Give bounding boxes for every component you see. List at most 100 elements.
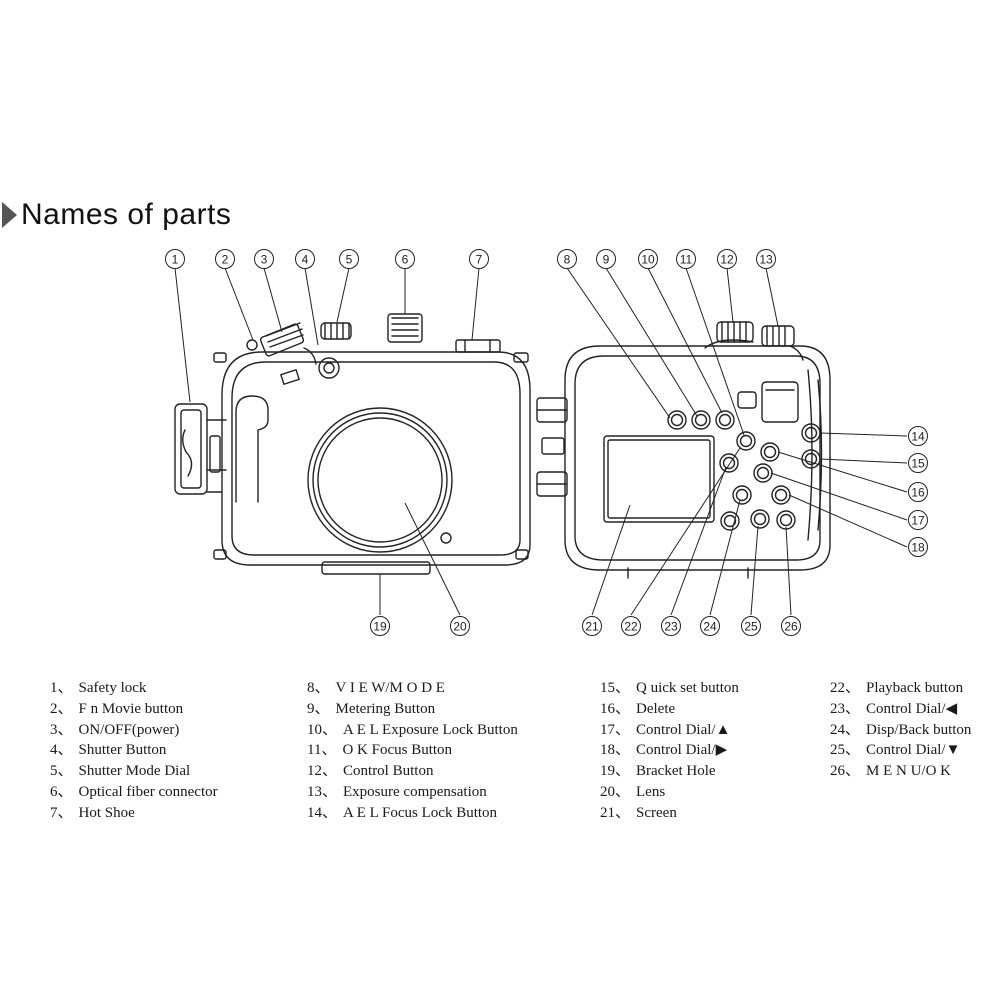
legend-item: 23、Control Dial/◀ <box>830 699 971 720</box>
legend-column-1: 1、Safety lock 2、F n Movie button 3、ON/OF… <box>50 678 218 824</box>
lens-lock-nub <box>440 532 452 544</box>
svg-text:2: 2 <box>222 253 229 267</box>
legend-label: ON/OFF(power) <box>78 721 180 738</box>
legend-label: Optical fiber connector <box>78 783 218 800</box>
legend-label: Q uick set button <box>636 680 739 696</box>
legend-label: A E L Focus Lock Button <box>343 804 498 821</box>
callout-25: 25 <box>741 616 761 636</box>
callout-4: 4 <box>295 249 315 269</box>
legend-item: 9、Metering Button <box>307 699 518 720</box>
svg-text:21: 21 <box>585 620 599 634</box>
title-bar: Names of parts <box>0 193 231 237</box>
back-side-strap <box>807 369 823 541</box>
front-emblem <box>280 369 300 385</box>
callout-23: 23 <box>661 616 681 636</box>
svg-text:3: 3 <box>261 253 268 267</box>
svg-text:19: 19 <box>373 620 387 634</box>
legend-number: 3、 <box>50 721 73 738</box>
legend-item: 19、 Bracket Hole <box>600 761 739 782</box>
legend-number: 2、 <box>50 700 73 717</box>
front-ear-right-bottom <box>515 549 529 560</box>
legend-label: Safety lock <box>78 680 147 696</box>
front-ear-right-top <box>513 352 529 363</box>
lens-ring-outer <box>307 407 453 553</box>
svg-text:8: 8 <box>564 253 571 267</box>
legend-number: 13、 <box>307 783 338 800</box>
legend-item: 21、Screen <box>600 803 739 824</box>
viewfinder <box>761 381 799 423</box>
legend-item: 5、Shutter Mode Dial <box>50 761 218 782</box>
svg-text:7: 7 <box>476 253 483 267</box>
callout-19: 19 <box>370 616 390 636</box>
legend-item: 6、 Optical fiber connector <box>50 782 218 803</box>
svg-text:12: 12 <box>720 253 734 267</box>
callout-3: 3 <box>254 249 274 269</box>
legend-item: 18、Control Dial/▶ <box>600 740 739 761</box>
legend-label: Disp/Back button <box>866 721 972 738</box>
svg-text:4: 4 <box>302 253 309 267</box>
legend-number: 17、 <box>600 721 631 738</box>
legend-item: 7、Hot Shoe <box>50 803 218 824</box>
legend-item: 3、 ON/OFF(power) <box>50 720 218 741</box>
callout-20: 20 <box>450 616 470 636</box>
callout-24: 24 <box>700 616 720 636</box>
legend-item: 11、O K Focus Button <box>307 740 518 761</box>
housing-diagram: 1 2 3 4 5 6 7 8 9 10 11 12 13 14 15 16 1… <box>165 249 928 636</box>
callout-1: 1 <box>165 249 185 269</box>
back-housing-inner <box>574 355 821 561</box>
legend-item: 26、M E N U/O K <box>830 761 971 782</box>
legend-item: 25、 Control Dial/▼ <box>830 740 971 761</box>
legend-column-4: 22、Playback button 23、Control Dial/◀ 24、… <box>830 678 971 782</box>
legend-label: Control Button <box>343 763 434 780</box>
callout-17: 17 <box>908 510 928 530</box>
front-housing-inner <box>231 361 521 556</box>
legend-number: 6、 <box>50 783 73 800</box>
svg-text:14: 14 <box>911 430 925 444</box>
title-arrow-icon <box>2 202 17 228</box>
callouts: 1 2 3 4 5 6 7 8 9 10 11 12 13 14 15 16 1… <box>165 249 928 636</box>
callout-8: 8 <box>557 249 577 269</box>
callout-7: 7 <box>469 249 489 269</box>
svg-text:20: 20 <box>453 620 467 634</box>
legend-number: 24、 <box>830 721 861 738</box>
callout-6: 6 <box>395 249 415 269</box>
legend-item: 17、Control Dial/▲ <box>600 720 739 741</box>
legend-item: 4、Shutter Button <box>50 740 218 761</box>
lcd-screen <box>603 435 715 523</box>
legend-label: Shutter Button <box>78 742 167 759</box>
legend-number: 14、 <box>307 804 338 821</box>
svg-text:13: 13 <box>759 253 773 267</box>
legend-number: 25、 <box>830 742 861 759</box>
svg-text:16: 16 <box>911 486 925 500</box>
legend-label: Exposure compensation <box>343 783 487 800</box>
bracket-hole-plate <box>321 561 431 575</box>
legend-label: A E L Exposure Lock Button <box>343 721 518 738</box>
top-controls <box>246 313 501 379</box>
legend-item: 16、Delete <box>600 699 739 720</box>
svg-text:1: 1 <box>172 253 179 267</box>
svg-text:25: 25 <box>744 620 758 634</box>
legend-column-3: 15、Q uick set button 16、Delete 17、Contro… <box>600 678 739 824</box>
callout-13: 13 <box>756 249 776 269</box>
legend-label: Control Dial/▼ <box>866 742 961 759</box>
legend-item: 2、F n Movie button <box>50 699 218 720</box>
legend-column-2: 8、V I E W/M O D E 9、Metering Button 10、A… <box>307 678 518 824</box>
lens-ring <box>312 412 448 548</box>
svg-text:22: 22 <box>624 620 638 634</box>
front-ear-left-bottom <box>213 549 227 560</box>
back-buttons <box>667 410 821 531</box>
svg-text:11: 11 <box>680 253 693 267</box>
legend-number: 21、 <box>600 804 631 821</box>
back-housing-outline <box>564 345 831 571</box>
svg-text:10: 10 <box>641 253 655 267</box>
legend-label: Bracket Hole <box>636 763 716 780</box>
legend-number: 19、 <box>600 763 631 780</box>
callout-14: 14 <box>908 426 928 446</box>
svg-text:17: 17 <box>911 514 925 528</box>
page-title: Names of parts <box>21 198 232 231</box>
legend-number: 10、 <box>307 721 338 738</box>
callout-9: 9 <box>596 249 616 269</box>
callout-12: 12 <box>717 249 737 269</box>
legend-item: 14、 A E L Focus Lock Button <box>307 803 518 824</box>
legend-number: 26、 <box>830 763 861 780</box>
